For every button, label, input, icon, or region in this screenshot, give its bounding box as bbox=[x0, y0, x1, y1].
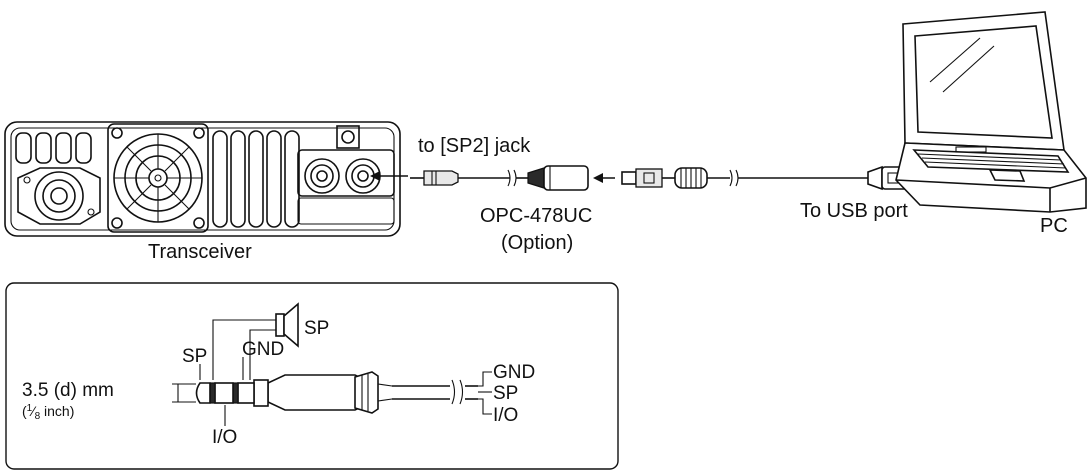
wire-io-label: I/O bbox=[493, 405, 518, 426]
wire-gnd-label: GND bbox=[493, 362, 535, 383]
cable-option-label: (Option) bbox=[501, 232, 573, 254]
pin-sp-label: SP bbox=[182, 346, 207, 367]
laptop-icon bbox=[895, 11, 1087, 213]
jack-arrow-icon bbox=[370, 171, 408, 181]
wire-sp-label: SP bbox=[493, 383, 518, 404]
sp2-jack-label: to [SP2] jack bbox=[418, 135, 531, 157]
pin-io-label: I/O bbox=[212, 427, 237, 448]
pc-label: PC bbox=[1040, 215, 1068, 237]
plug-inch-label: (1⁄8 inch) bbox=[22, 403, 74, 422]
speaker-label: SP bbox=[304, 318, 329, 339]
pin-gnd-label: GND bbox=[242, 339, 284, 360]
cable-model-label: OPC-478UC bbox=[480, 205, 592, 227]
plug-size-label: 3.5 (d) mm bbox=[22, 380, 114, 401]
usb-port-label: To USB port bbox=[800, 200, 908, 222]
transceiver-label: Transceiver bbox=[148, 241, 252, 263]
plug-icon bbox=[172, 302, 492, 426]
transceiver-icon bbox=[4, 121, 401, 237]
cable-icon bbox=[410, 165, 923, 191]
plug-detail-box bbox=[5, 282, 619, 470]
